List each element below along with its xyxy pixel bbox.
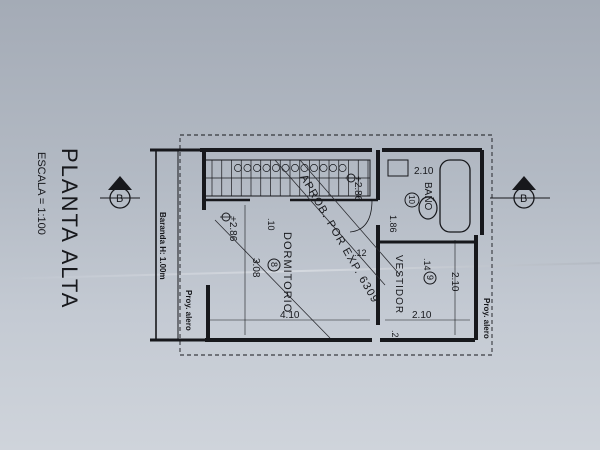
plan-scale: ESCALA = 1:100 — [35, 152, 47, 235]
stair-step-circle — [243, 164, 252, 172]
eave-label-right: Proy. alero — [482, 298, 491, 339]
dimension-lines — [210, 205, 470, 335]
dim-2-10-right: 2.10 — [449, 272, 460, 292]
stair-step-numbers — [234, 164, 347, 172]
stair-step-circle — [310, 164, 318, 172]
dim-0-10: .10 — [266, 218, 276, 231]
toilet — [418, 196, 438, 220]
dim-4-10: 4.10 — [280, 310, 300, 321]
stair-step-circle — [319, 164, 328, 172]
dim-0-22: .22 — [390, 330, 400, 343]
room-name-vestidor: VESTIDOR — [393, 255, 404, 314]
stair-step-circle — [329, 164, 337, 172]
dim-0-14: .14 — [422, 258, 432, 271]
bathtub — [439, 159, 471, 233]
room-circle-bano — [404, 192, 420, 208]
stair-step-circle — [262, 164, 271, 172]
door-swing — [349, 199, 373, 233]
plan-title: PLANTA ALTA — [57, 148, 82, 309]
stair-step-circle — [272, 164, 280, 172]
room-circle-dormitorio — [267, 258, 281, 272]
level-marker-2: +2.86 — [220, 212, 238, 242]
room-name-bano: BAÑO — [422, 182, 435, 211]
room-circle-vestidor — [423, 271, 437, 285]
stair-step-circle — [300, 164, 309, 172]
room-number-bano: 10 — [407, 195, 416, 204]
stair-step-circle — [253, 164, 261, 172]
baranda-label: Baranda H: 1.00m — [158, 212, 167, 280]
room-number-dormitorio: 8 — [269, 262, 279, 267]
level-label-2: +2.86 — [227, 216, 238, 242]
sink — [387, 159, 409, 177]
level-marker-1: +2.86 — [345, 173, 363, 202]
room-number-vestidor: 9 — [425, 275, 435, 280]
dim-2-10-top: 2.10 — [414, 166, 434, 177]
stair-step-circle — [234, 164, 242, 172]
dim-3-08: 3.08 — [250, 258, 261, 278]
stair-step-circle — [281, 164, 290, 172]
eave-projection-outline — [179, 134, 493, 356]
room-name-dormitorio: DORMITORIO — [281, 232, 293, 313]
section-marker-right: B — [490, 176, 550, 209]
exterior-wall-right — [474, 150, 484, 340]
diagonal-section-lines — [214, 159, 401, 339]
section-letter-left: B — [116, 193, 123, 205]
dim-2-10-bottom: 2.10 — [412, 310, 432, 321]
eave-label-left: Proy. alero — [184, 290, 193, 331]
stair-step-circle — [291, 164, 299, 172]
section-marker-left: B — [100, 176, 140, 209]
level-label-1: +2.86 — [352, 176, 363, 202]
stair-step-circle — [338, 164, 347, 172]
dim-1-86: 1.86 — [388, 215, 398, 233]
dim-0-12: .12 — [354, 248, 367, 258]
section-letter-right: B — [520, 193, 527, 205]
